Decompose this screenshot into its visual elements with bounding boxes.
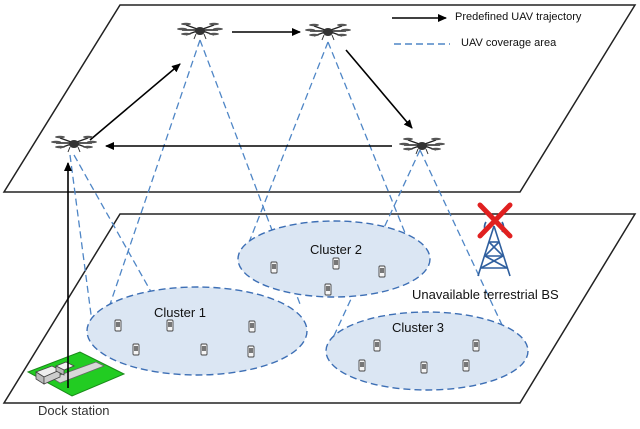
legend	[392, 14, 450, 45]
user-device-icon	[166, 319, 174, 332]
uav-group	[51, 22, 445, 155]
user-device-icon	[248, 320, 256, 333]
user-device-icon	[324, 283, 332, 296]
user-device-icon	[472, 339, 480, 352]
user-device-icon	[200, 343, 208, 356]
user-device-icon	[462, 359, 470, 372]
cluster-3-area	[325, 311, 529, 391]
uav-trajectory	[64, 28, 413, 388]
dock-station-label: Dock station	[38, 403, 110, 418]
user-device-icon	[132, 343, 140, 356]
user-device-icon	[114, 319, 122, 332]
legend-coverage-label: UAV coverage area	[461, 37, 557, 49]
uav-drone-icon	[399, 137, 445, 155]
cluster-3-label: Cluster 3	[392, 320, 445, 335]
user-devices	[114, 257, 480, 374]
cluster-1-label: Cluster 1	[154, 305, 207, 320]
cluster-2-label: Cluster 2	[310, 242, 363, 257]
user-device-icon	[332, 257, 340, 270]
user-device-icon	[247, 345, 255, 358]
user-device-icon	[378, 265, 386, 278]
uav-drone-icon	[177, 22, 223, 40]
dock-station-icon	[26, 351, 126, 397]
user-device-icon	[420, 361, 428, 374]
user-device-icon	[358, 359, 366, 372]
bs-label: Unavailable terrestrial BS	[412, 287, 559, 302]
uav-drone-icon	[305, 23, 351, 41]
legend-trajectory-label: Predefined UAV trajectory	[455, 11, 582, 23]
bs-tower-icon	[477, 221, 511, 277]
user-device-icon	[270, 261, 278, 274]
user-device-icon	[373, 339, 381, 352]
uav-plane	[2, 4, 637, 193]
uav-drone-icon	[51, 135, 97, 153]
unavailable-cross-icon	[477, 202, 513, 239]
